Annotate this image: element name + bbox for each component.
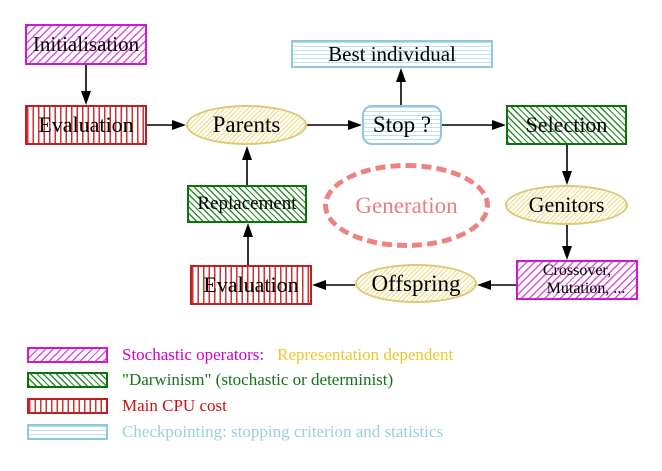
arrow-replacement-to-parents [242,146,252,185]
arrow-evaluation-to-parents [147,120,186,130]
arrow-stop-to-best-individual [396,68,406,105]
arrow-initialisation-to-evaluation [81,65,91,105]
legend-row-main-cpu-cost: Main CPU cost [27,396,227,415]
node-replacement-label: Replacement [197,193,297,214]
node-selection-label: Selection [525,112,608,137]
node-offspring: Offspring [355,264,477,303]
node-evaluation-top-label: Evaluation [38,112,134,137]
arrow-genitors-to-crossover [562,225,572,260]
legend-stochastic-operators-label: Stochastic operators: [122,345,265,364]
node-offspring-label: Offspring [371,270,461,296]
cyan-hatch-swatch [27,424,108,440]
node-crossover-mutation: Crossover, Mutation, ... [516,260,638,300]
generation-loop-ellipse: Generation [323,163,490,248]
node-replacement: Replacement [187,185,307,223]
green-hatch-swatch [27,372,108,388]
node-crossover-label-line1: Crossover, [542,262,612,280]
node-initialisation-label: Initialisation [32,32,140,56]
node-initialisation: Initialisation [25,24,147,65]
legend-row-stochastic-operators: Stochastic operators: Representation dep… [27,345,454,364]
legend-main-cpu-cost-label: Main CPU cost [122,396,227,415]
arrow-crossover-to-offspring [477,280,516,290]
node-stop: Stop ? [362,105,442,145]
legend-representation-dependent-label: Representation dependent [277,345,454,364]
legend-darwinism-label: "Darwinism" (stochastic or determinist) [122,370,394,389]
node-genitors: Genitors [505,185,628,225]
arrow-selection-to-genitors [562,145,572,185]
node-stop-label: Stop ? [372,112,432,137]
arrow-offspring-to-evaluation [312,280,355,290]
node-crossover-label-line2: Mutation, ... [546,280,626,297]
node-parents: Parents [186,105,307,145]
node-evaluation-bottom: Evaluation [190,265,312,305]
legend-checkpointing-label: Checkpointing: stopping criterion and st… [122,422,444,441]
node-evaluation-top: Evaluation [25,105,147,145]
node-selection: Selection [506,105,627,145]
node-best-individual: Best individual [291,40,493,68]
legend-row-checkpointing: Checkpointing: stopping criterion and st… [27,422,444,441]
legend-row-darwinism: "Darwinism" (stochastic or determinist) [27,370,394,389]
arrow-stop-to-selection [442,120,506,130]
red-hatch-swatch [27,398,108,414]
arrow-parents-to-stop [307,120,362,130]
node-best-individual-label: Best individual [328,41,456,66]
node-evaluation-bottom-label: Evaluation [203,272,299,297]
arrow-evaluation-to-replacement [243,223,253,265]
magenta-hatch-swatch [27,347,108,363]
node-parents-label: Parents [212,112,281,137]
generation-label: Generation [355,192,458,218]
node-genitors-label: Genitors [528,192,605,217]
